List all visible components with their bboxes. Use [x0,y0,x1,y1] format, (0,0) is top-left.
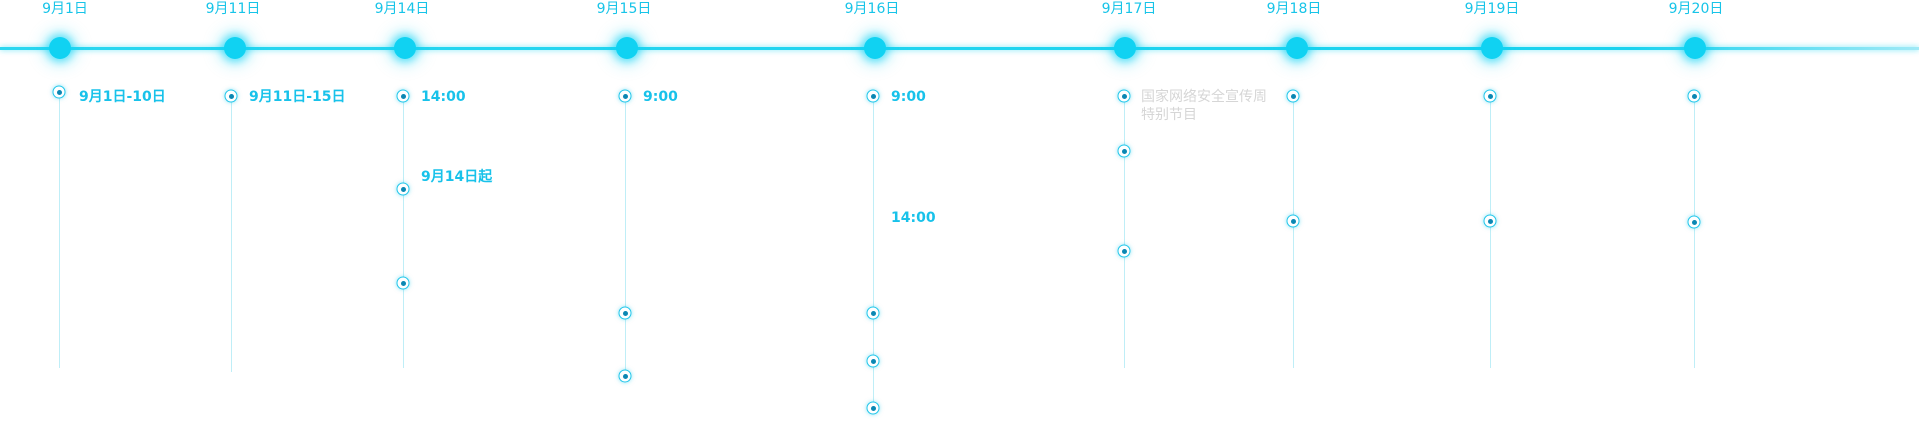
timeline-stem [873,96,874,408]
event-date-range: 9月14日起 [421,169,493,185]
event-marker[interactable] [396,182,410,196]
event-marker[interactable] [1117,244,1131,258]
event-title[interactable]: 国家网络安全宣传周特别节目 [1141,89,1267,123]
event-marker[interactable] [1483,89,1497,103]
date-label: 9月19日 [1464,1,1520,17]
event-marker[interactable] [1687,215,1701,229]
timeline-node[interactable] [1481,37,1503,59]
date-label: 9月1日 [42,1,88,17]
timeline-stem [59,92,60,368]
date-label: 9月17日 [1101,1,1157,17]
timeline-node[interactable] [864,37,886,59]
date-label: 9月14日 [374,1,430,17]
timeline-stem [625,96,626,376]
timeline-node[interactable] [1286,37,1308,59]
event-marker[interactable] [1117,89,1131,103]
date-label: 9月16日 [844,1,900,17]
event-marker[interactable] [866,89,880,103]
event-marker[interactable] [224,89,238,103]
event-marker[interactable] [396,89,410,103]
event-time: 14:00 [421,89,466,105]
timeline-node[interactable] [224,37,246,59]
timeline-stem [1124,96,1125,368]
event-date-range: 9月1日-10日 [79,89,166,105]
event-marker[interactable] [52,85,66,99]
event-marker[interactable] [1286,214,1300,228]
event-date-range: 9月11日-15日 [249,89,346,105]
timeline-node[interactable] [1684,37,1706,59]
event-marker[interactable] [1687,89,1701,103]
date-label: 9月18日 [1266,1,1322,17]
timeline-node[interactable] [1114,37,1136,59]
event-marker[interactable] [866,306,880,320]
event-marker[interactable] [618,89,632,103]
event-time: 9:00 [643,89,678,105]
event-marker[interactable] [396,276,410,290]
date-label: 9月11日 [205,1,261,17]
event-time: 14:00 [891,210,936,226]
event-marker[interactable] [618,369,632,383]
date-label: 9月15日 [596,1,652,17]
date-label: 9月20日 [1668,1,1724,17]
timeline-node[interactable] [394,37,416,59]
timeline-axis [0,47,1919,50]
timeline-node[interactable] [616,37,638,59]
timeline-stem [1293,96,1294,368]
event-marker[interactable] [866,401,880,415]
timeline-stem [1490,96,1491,368]
event-marker[interactable] [1286,89,1300,103]
event-marker[interactable] [1117,144,1131,158]
timeline-node[interactable] [49,37,71,59]
event-marker[interactable] [618,306,632,320]
timeline-stem [403,96,404,368]
timeline-stem [231,96,232,372]
event-marker[interactable] [1483,214,1497,228]
event-time: 9:00 [891,89,926,105]
event-marker[interactable] [866,354,880,368]
timeline-stem [1694,96,1695,368]
